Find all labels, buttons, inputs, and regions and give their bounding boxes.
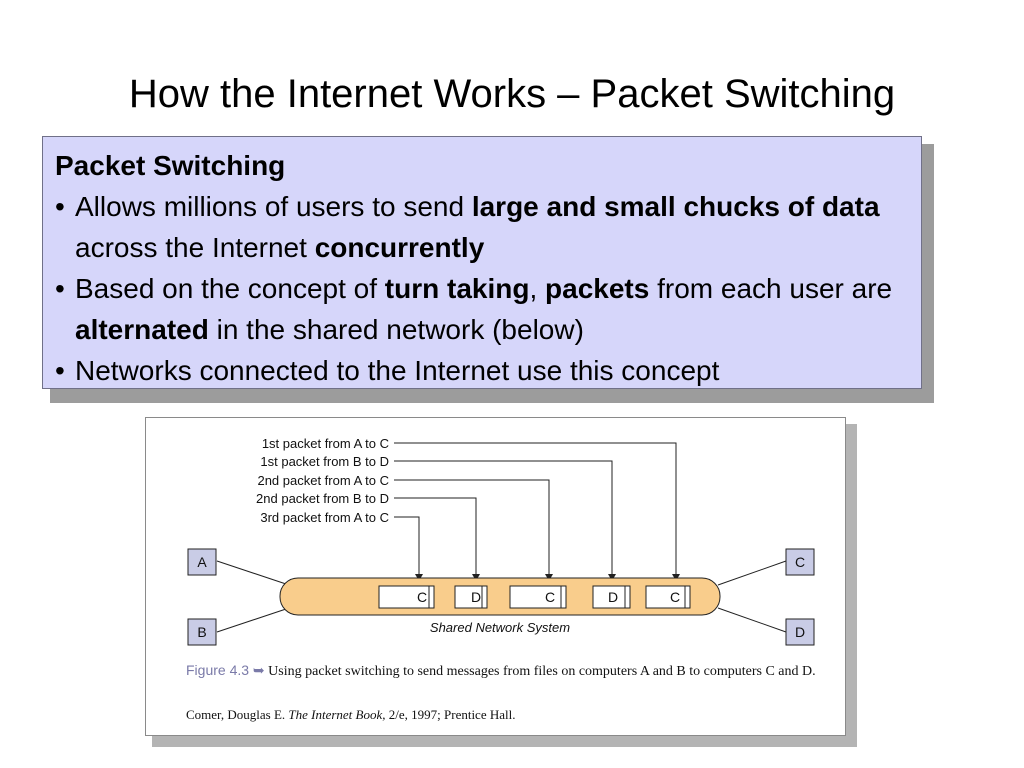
bullet-2-bold-1: turn taking [384,273,530,304]
figure-caption: Figure 4.3 ➥ Using packet switching to s… [186,660,826,682]
network-label: Shared Network System [430,620,570,635]
leader-line-4 [394,497,477,576]
figure-4-3: 1st packet from A to C 1st packet from B… [145,417,846,736]
caption-text: Using packet switching to send messages … [264,664,816,679]
citation-pre: Comer, Douglas E. [186,707,289,722]
node-d: D [785,618,815,646]
slide-title: How the Internet Works – Packet Switchin… [128,72,896,116]
link-c [717,560,787,586]
node-c: C [785,548,815,576]
packet-1: C [378,585,435,609]
bullet-1-bold-2: concurrently [314,232,485,263]
bullet-3-text: Networks connected to the Internet use t… [75,355,720,386]
bullet-2-bold-2: packets [545,273,650,304]
leader-line-1 [394,442,677,576]
bullet-3: • Networks connected to the Internet use… [55,350,921,391]
bullet-dot: • [55,191,65,222]
bullet-1: • Allows millions of users to send large… [55,186,921,268]
packet-5-letter: C [670,589,680,605]
bullet-1-pre: Allows millions of users to send [75,191,472,222]
bullet-2-mid: from each user are [649,273,893,304]
citation-book: The Internet Book, [288,707,386,722]
packet-2-letter: D [471,589,481,605]
leader-line-3 [394,479,550,576]
bullet-2-bold-3: alternated [75,314,209,345]
packet-label-4: 2nd packet from B to D [256,491,389,506]
bullet-2-pre: Based on the concept of [75,273,385,304]
packet-label-2: 1st packet from B to D [260,454,389,469]
packet-4: D [592,585,631,609]
bullet-dot: • [55,273,65,304]
node-b: B [187,618,217,646]
link-d [717,607,787,633]
citation-post: 2/e, 1997; Prentice Hall. [385,707,516,722]
packet-3-letter: C [545,589,555,605]
bullet-2-post: in the shared network (below) [208,314,584,345]
packet-1-letter: C [417,589,427,605]
packet-switching-diagram: 1st packet from A to C 1st packet from B… [187,436,815,646]
node-d-label: D [795,624,805,640]
box-heading: Packet Switching [55,150,286,181]
node-a-label: A [197,554,207,570]
packet-label-1: 1st packet from A to C [262,436,389,451]
node-c-label: C [795,554,805,570]
bullet-1-mid: across the Internet [75,232,315,263]
packet-2: D [454,585,488,609]
bullet-1-bold-1: large and small chucks of data [471,191,880,222]
packet-label-5: 3rd packet from A to C [260,510,389,525]
figure-citation: Comer, Douglas E. The Internet Book, 2/e… [186,707,515,723]
node-b-label: B [197,624,206,640]
bullet-dot: • [55,355,65,386]
leader-line-2 [394,460,613,576]
leader-line-5 [394,516,420,576]
link-b [216,607,290,633]
link-a [216,560,290,586]
packet-4-letter: D [608,589,618,605]
bullet-2: • Based on the concept of turn taking, p… [55,268,921,350]
bullet-2-sep: , [529,273,546,304]
packet-5: C [645,585,691,609]
node-a: A [187,548,217,576]
packet-label-3: 2nd packet from A to C [257,473,389,488]
packet-3: C [509,585,567,609]
bullet-box: Packet Switching • Allows millions of us… [42,136,922,389]
figure-number: Figure 4.3 ➥ [186,662,265,678]
